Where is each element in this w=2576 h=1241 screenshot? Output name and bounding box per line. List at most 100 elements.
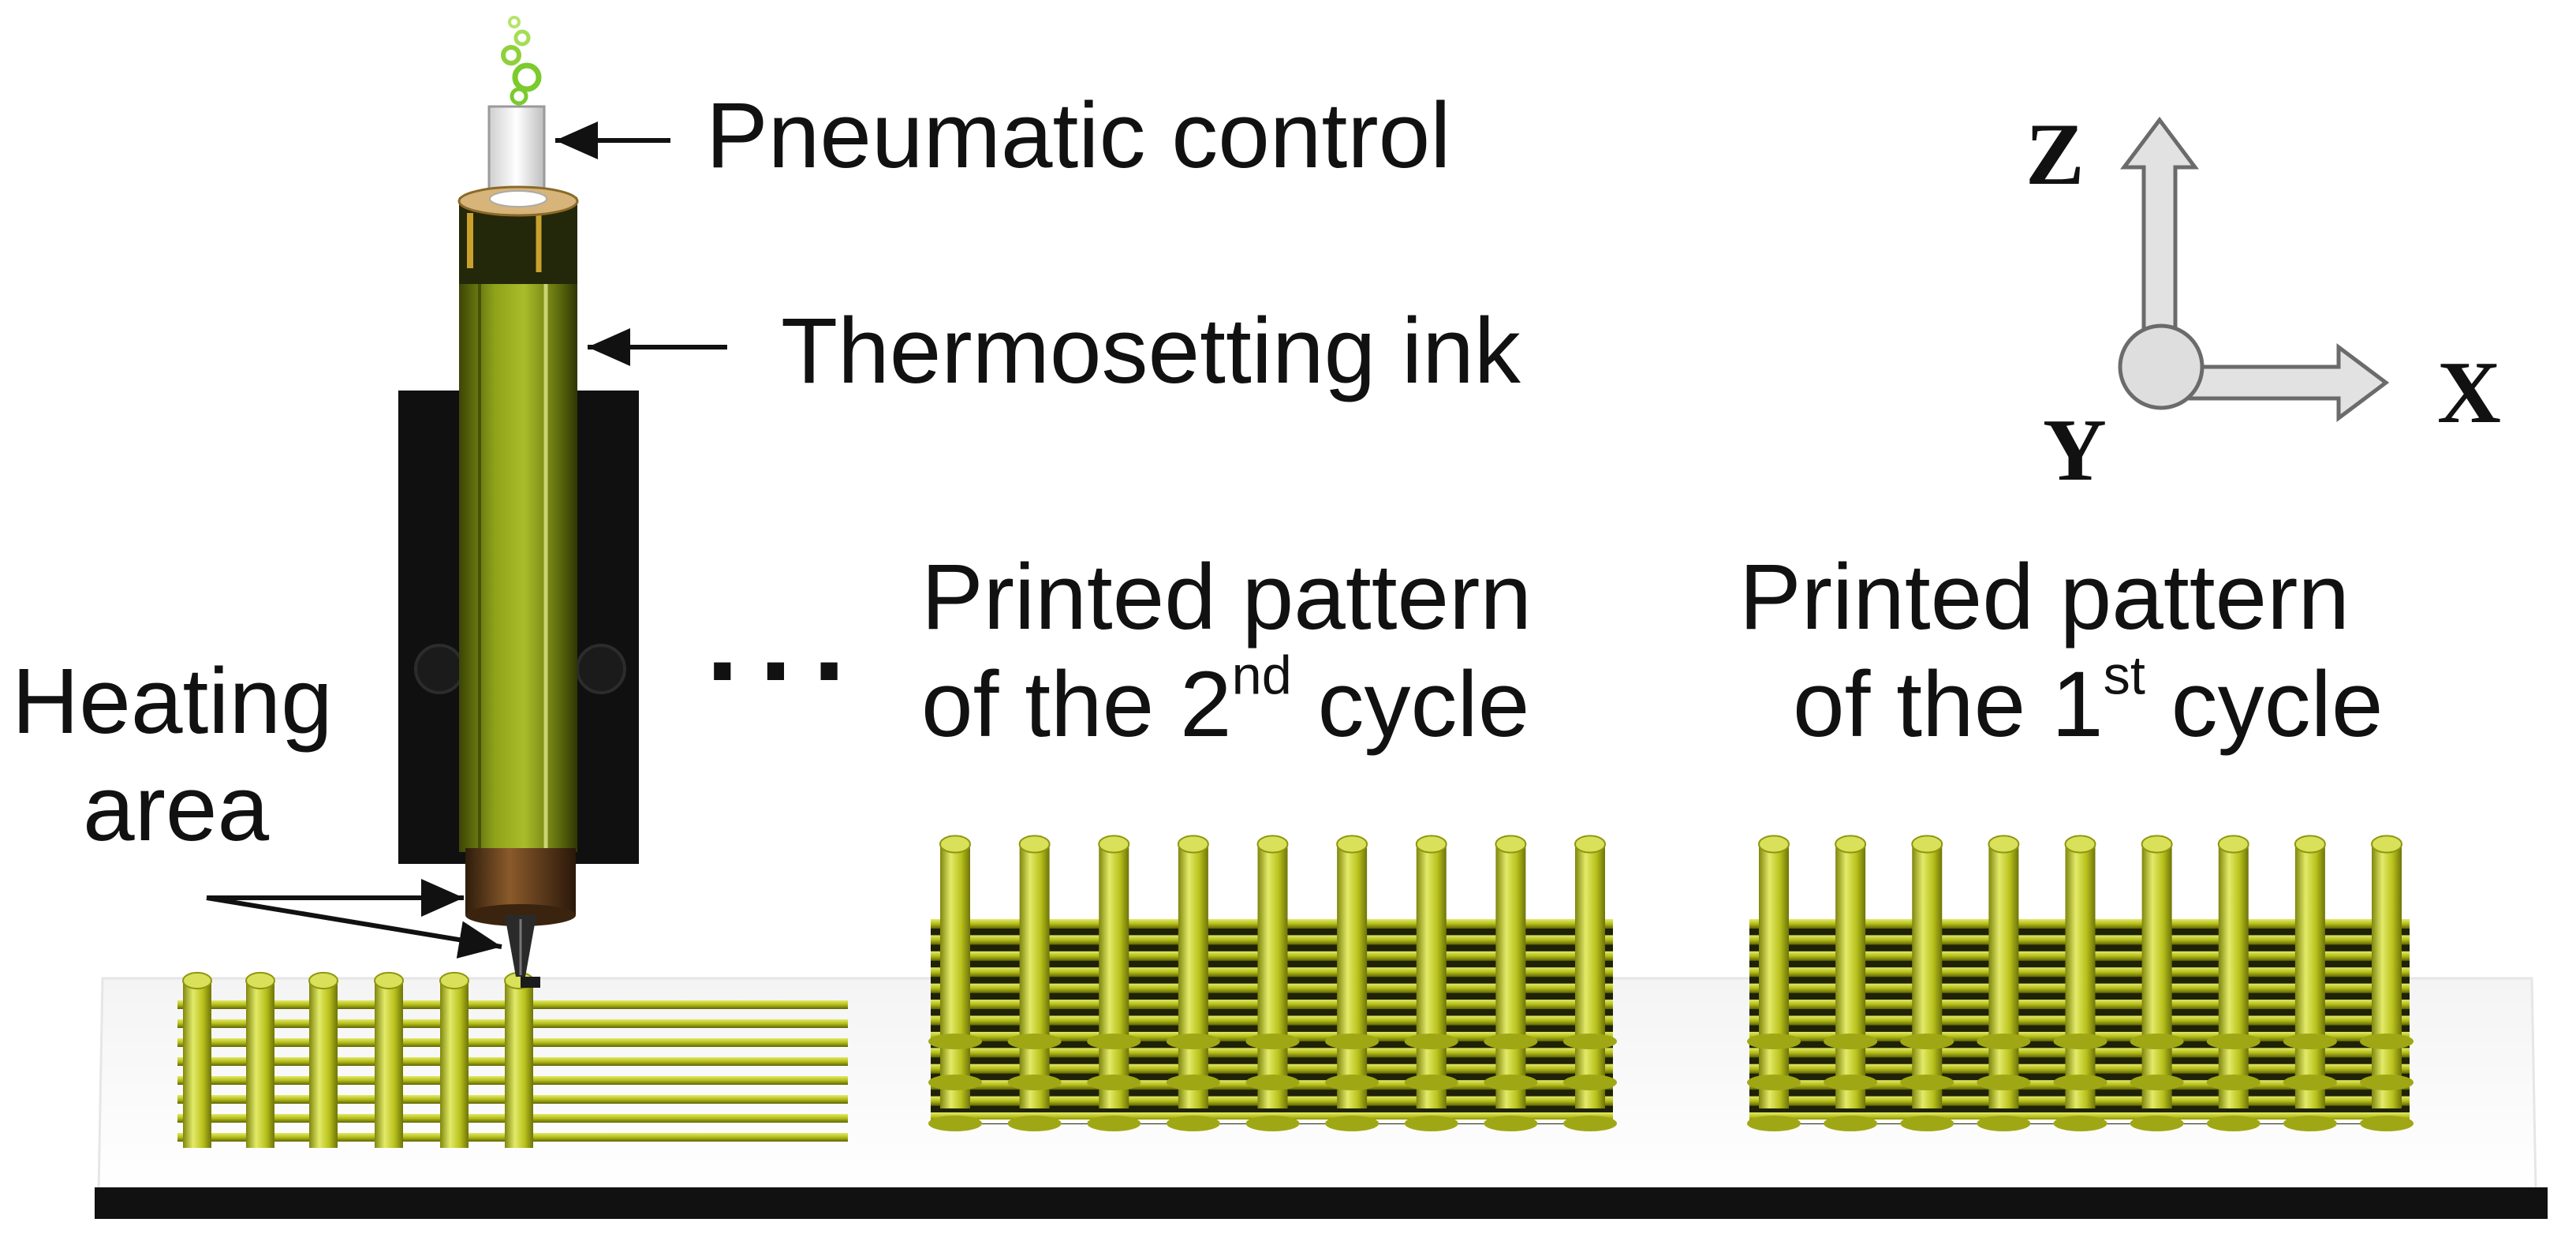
first-cycle-label-line1: Printed pattern [1739, 545, 2350, 649]
vertical-filament [1257, 844, 1288, 1108]
filament-end [1256, 835, 1289, 854]
filament-end [1018, 835, 1051, 854]
filament-node [1747, 1075, 1801, 1090]
vertical-filament [375, 981, 403, 1148]
heated-collar [465, 848, 576, 915]
filament-end [1758, 835, 1790, 854]
nozzle-deposit [521, 977, 540, 988]
filament-node [1824, 1075, 1878, 1090]
filament-node [1977, 1075, 2031, 1090]
filament-end [1988, 835, 2020, 854]
filament-node [2283, 1075, 2337, 1090]
filament-node [2130, 1116, 2184, 1131]
second-cycle-label-line2: of the 2nd cycle [921, 645, 1530, 757]
thermosetting-ink-label: Thermosetting ink [781, 299, 1521, 403]
filament-node [1900, 1075, 1954, 1090]
filament-node [2053, 1034, 2107, 1049]
filament-node [1245, 1116, 1300, 1131]
vertical-filament [940, 844, 970, 1108]
heater-screw-icon [414, 644, 465, 694]
filament-end [1098, 835, 1130, 854]
filament-end [2064, 835, 2096, 854]
vertical-filament [1019, 844, 1050, 1108]
vertical-filament [246, 981, 274, 1148]
filament-node [928, 1116, 982, 1131]
filament-node [1824, 1034, 1878, 1049]
filament-node [1166, 1075, 1220, 1090]
filament-node [1563, 1075, 1617, 1090]
filament-node [2053, 1116, 2107, 1131]
filament-end [2141, 835, 2173, 854]
heating-area-label-line2: area [83, 756, 270, 861]
vertical-filament [1178, 844, 1208, 1108]
z-axis-arrow-icon [2120, 116, 2199, 349]
filament-node [2206, 1034, 2261, 1049]
print-bed-edge [95, 1187, 2548, 1219]
filament-end [439, 971, 469, 990]
filament-node [1824, 1116, 1878, 1131]
vertical-filament [2372, 844, 2402, 1108]
filament-node [2283, 1116, 2337, 1131]
filament-node [2206, 1075, 2261, 1090]
vertical-filament [183, 981, 211, 1148]
filament-node [1245, 1075, 1300, 1090]
filament-node [1087, 1116, 1141, 1131]
filament-node [1563, 1034, 1617, 1049]
filament-node [928, 1034, 982, 1049]
filament-node [1404, 1075, 1458, 1090]
vertical-filament [2294, 844, 2325, 1108]
filament-node [1484, 1075, 1538, 1090]
vertical-filament [1495, 844, 1526, 1108]
heating-arrow-nozzle [206, 895, 502, 959]
filament-end [245, 971, 275, 990]
vertical-filament [440, 981, 469, 1148]
leader-arrows [206, 121, 727, 959]
filament-node [1900, 1116, 1954, 1131]
filament-end [1336, 835, 1368, 854]
filament-end [182, 971, 212, 990]
vertical-filament [1912, 844, 1943, 1108]
y-axis-origin-icon [2118, 323, 2205, 410]
filament-node [1977, 1116, 2031, 1131]
second-cycle-label-line1: Printed pattern [921, 545, 1533, 649]
filament-node [2206, 1116, 2261, 1131]
vertical-filament [1835, 844, 1866, 1108]
coordinate-axes-icon [2118, 116, 2390, 422]
heating-area-label: Heating area [12, 649, 333, 862]
heating-area-label-line1: Heating [12, 649, 333, 753]
filament-node [1325, 1034, 1379, 1049]
filament-node [1484, 1116, 1538, 1131]
vertical-filament [2218, 844, 2249, 1108]
filament-node [1747, 1034, 1801, 1049]
filament-end [2294, 835, 2326, 854]
pressure-bubbles-icon [501, 16, 542, 106]
heater-screw-icon [576, 644, 626, 694]
filament-node [2130, 1034, 2184, 1049]
filament-end [2217, 835, 2249, 854]
filament-node [1563, 1116, 1617, 1131]
vertical-filament [309, 981, 338, 1148]
filament-node [1484, 1034, 1538, 1049]
vertical-filament [1416, 844, 1447, 1108]
filament-node [1404, 1116, 1458, 1131]
vertical-filament [1988, 844, 2019, 1108]
filament-end [308, 971, 338, 990]
printhead [398, 16, 639, 977]
filament-end [1911, 835, 1943, 854]
filament-node [1747, 1116, 1801, 1131]
printed-pattern-2nd-cycle [928, 835, 1617, 1131]
pneumatic-control-label: Pneumatic control [706, 84, 1451, 188]
filament-node [1325, 1116, 1379, 1131]
filament-node [1087, 1075, 1141, 1090]
filament-end [939, 835, 971, 854]
filament-end [1574, 835, 1606, 854]
filament-node [1007, 1075, 1062, 1090]
vertical-filament [1337, 844, 1368, 1108]
filament-node [1977, 1034, 2031, 1049]
y-axis-label: Y [2043, 402, 2107, 499]
filament-node [1900, 1034, 1954, 1049]
filament-node [2053, 1075, 2107, 1090]
filament-node [1404, 1034, 1458, 1049]
